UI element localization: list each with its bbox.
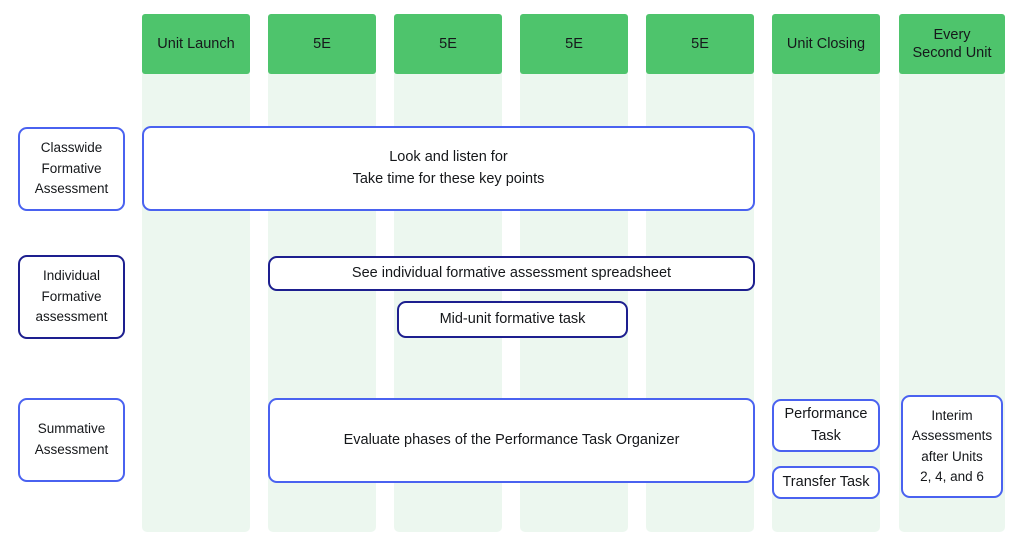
box-text-line-4: 2, 4, and 6 [920, 468, 984, 484]
row-label-line-2: Formative [41, 160, 102, 176]
row-label-text: Classwide Formative Assessment [20, 138, 123, 201]
row-label-line-3: Assessment [34, 181, 109, 197]
box-text-line-1: Look and listen for [389, 148, 508, 165]
row-label-classwide-formative-assessment[interactable]: Classwide Formative Assessment [18, 127, 125, 211]
box-text: See individual formative assessment spre… [351, 264, 672, 281]
row-label-individual-formative-assessment[interactable]: Individual Formative assessment [18, 255, 125, 339]
box-evaluate-performance-task-organizer[interactable]: Evaluate phases of the Performance Task … [268, 398, 755, 483]
row-label-line-3: assessment [35, 309, 108, 325]
column-header-label: 5E [565, 35, 583, 52]
column-header-label: Every Second Unit [913, 26, 992, 62]
box-performance-task[interactable]: Performance Task [772, 399, 880, 452]
column-header-unit-closing[interactable]: Unit Closing [772, 14, 880, 74]
box-text: Transfer Task [782, 473, 870, 490]
box-transfer-task[interactable]: Transfer Task [772, 466, 880, 499]
box-individual-formative-assessment-spreadsheet[interactable]: See individual formative assessment spre… [268, 256, 755, 291]
column-header-5e-1[interactable]: 5E [268, 14, 376, 74]
box-text: Interim Assessments after Units 2, 4, an… [912, 406, 992, 487]
box-text: Evaluate phases of the Performance Task … [343, 431, 680, 448]
row-label-line-1: Classwide [40, 139, 103, 155]
column-header-label-line-2: Second Unit [912, 45, 992, 61]
row-label-line-2: Formative [41, 288, 102, 304]
column-header-label-line-1: Every [933, 26, 971, 43]
box-text-line-3: after Units [921, 448, 983, 464]
row-label-line-1: Summative [37, 421, 106, 437]
box-text: Performance Task [784, 404, 867, 448]
column-header-label: Unit Launch [157, 35, 235, 52]
box-interim-assessments[interactable]: Interim Assessments after Units 2, 4, an… [901, 395, 1003, 498]
box-text-line-2: Take time for these key points [352, 170, 545, 187]
box-text-line-1: Performance [784, 405, 868, 422]
row-label-summative-assessment[interactable]: Summative Assessment [18, 398, 125, 482]
row-label-text: Individual Formative assessment [20, 266, 123, 329]
column-band-unit-launch [142, 14, 250, 532]
column-header-label: 5E [691, 35, 709, 52]
box-mid-unit-formative-task[interactable]: Mid-unit formative task [397, 301, 628, 338]
row-label-text: Summative Assessment [20, 419, 123, 461]
row-label-line-1: Individual [42, 267, 101, 283]
box-text-line-1: Interim [931, 408, 973, 423]
column-header-every-second-unit[interactable]: Every Second Unit [899, 14, 1005, 74]
column-header-5e-4[interactable]: 5E [646, 14, 754, 74]
column-band-unit-closing [772, 14, 880, 532]
box-look-and-listen[interactable]: Look and listen for Take time for these … [142, 126, 755, 211]
column-header-label: Unit Closing [786, 35, 866, 52]
column-header-label: 5E [439, 35, 457, 52]
column-header-5e-3[interactable]: 5E [520, 14, 628, 74]
column-header-label: 5E [313, 35, 331, 52]
box-text: Mid-unit formative task [439, 310, 586, 327]
box-text-line-2: Assessments [911, 428, 993, 444]
column-header-unit-launch[interactable]: Unit Launch [142, 14, 250, 74]
box-text-line-2: Task [811, 427, 841, 444]
row-label-line-2: Assessment [34, 442, 109, 457]
box-text: Look and listen for Take time for these … [353, 147, 545, 191]
column-header-5e-2[interactable]: 5E [394, 14, 502, 74]
